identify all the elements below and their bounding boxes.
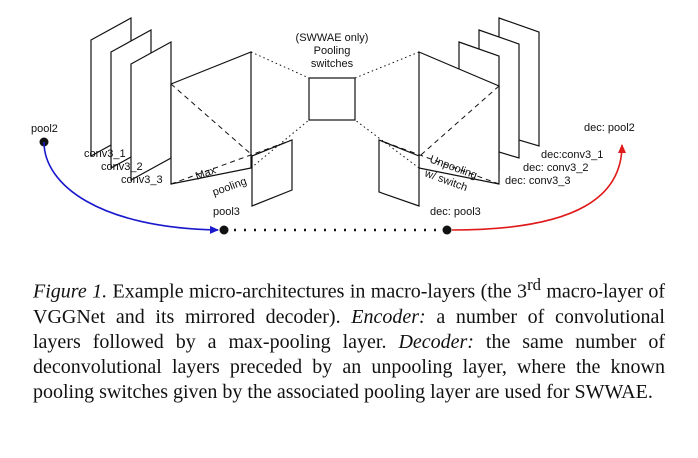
label-conv3-3: conv3_3 <box>121 174 163 186</box>
label-pool3: pool3 <box>213 206 240 218</box>
label-dec-conv3-2: dec: conv3_2 <box>523 162 588 174</box>
label-pool2: pool2 <box>31 123 58 135</box>
encoder-pooled-map <box>251 139 293 207</box>
label-conv3-1: conv3_1 <box>84 148 126 160</box>
label-conv3-2: conv3_2 <box>101 161 143 173</box>
encoder-pool-lines <box>170 83 293 191</box>
switch-note-line-1: (SWWAE only) <box>296 32 369 44</box>
label-dec-conv3-1: dec:conv3_1 <box>541 149 603 161</box>
caption-text-b: macro-layer of VGGNet and its mirrored d… <box>33 280 665 328</box>
encoder-map-front <box>170 51 252 185</box>
encoder-conv-stack <box>90 16 252 185</box>
encoder-skip-arrow <box>43 141 219 234</box>
decoder-unpool-lines <box>378 85 500 193</box>
caption-encoder-term: Encoder: <box>351 305 426 328</box>
figure-caption: Figure 1. Example micro-architectures in… <box>33 272 665 405</box>
caption-decoder-term: Decoder: <box>398 330 474 353</box>
decoder-deconv-stack <box>418 17 540 185</box>
pool3-node <box>219 225 229 235</box>
caption-text-d: the same number of deconvolutional layer… <box>33 330 665 403</box>
caption-superscript: rd <box>527 275 541 294</box>
pooling-switches-box <box>308 77 356 121</box>
label-dec-conv3-3: dec: conv3_3 <box>505 175 570 187</box>
caption-label: Figure 1. <box>33 280 108 303</box>
caption-text-c: a number of convolutional layers followe… <box>33 305 665 353</box>
dec-pool3-node <box>442 225 452 235</box>
caption-text-a: Example micro-architectures in macro-lay… <box>107 280 528 303</box>
encoder-map-conv3-3 <box>130 40 172 182</box>
label-pooling: pooling <box>211 175 248 198</box>
architecture-diagram: (SWWAE only) Pooling switches pool2 conv… <box>31 16 635 235</box>
switch-note-line-2: Pooling <box>314 45 351 57</box>
label-dec-pool2: dec: pool2 <box>584 122 635 134</box>
decoder-skip-arrow <box>451 144 626 231</box>
switch-note-line-3: switches <box>311 58 354 70</box>
decoder-unpooled-map <box>378 139 420 207</box>
label-dec-pool3: dec: pool3 <box>430 206 481 218</box>
switch-dotted-links <box>250 51 420 169</box>
